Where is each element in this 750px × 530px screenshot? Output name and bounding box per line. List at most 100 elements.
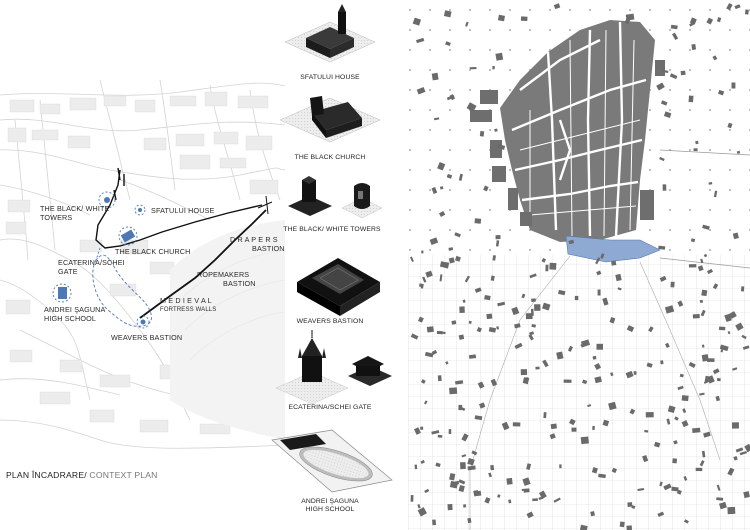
building-footprint	[719, 344, 729, 352]
building-footprint	[700, 258, 704, 264]
building-footprint	[526, 511, 534, 519]
building-footprint	[539, 490, 547, 499]
building-footprint	[474, 415, 483, 421]
building-footprint	[549, 262, 557, 270]
building-footprint	[416, 87, 426, 95]
building-footprint	[463, 504, 467, 508]
building-footprint	[688, 264, 697, 268]
building-footprint	[529, 273, 537, 279]
building-footprint	[727, 122, 733, 129]
building-footprint	[531, 324, 536, 328]
building-footprint	[439, 211, 446, 217]
building-footprint	[474, 218, 482, 224]
building-footprint	[437, 375, 442, 382]
building-footprint	[627, 502, 633, 507]
building-footprint	[437, 434, 443, 438]
building-footprint	[459, 462, 466, 470]
building-footprint	[733, 456, 738, 461]
building-footprint	[468, 320, 472, 324]
building-footprint	[506, 477, 513, 485]
building-footprint	[416, 37, 425, 44]
building-footprint	[549, 433, 556, 440]
building-footprint	[466, 102, 477, 112]
building-footprint	[716, 484, 721, 491]
building-footprint	[490, 378, 498, 387]
building-footprint	[574, 295, 579, 301]
building-footprint	[670, 281, 675, 288]
building-footprint	[664, 305, 675, 314]
building-footprint	[708, 181, 713, 185]
building-footprint	[467, 457, 475, 466]
building-footprint	[594, 363, 602, 370]
building-footprint	[459, 306, 465, 313]
building-footprint	[479, 131, 485, 137]
building-footprint	[469, 66, 477, 70]
building-footprint	[454, 232, 461, 238]
building-footprint	[534, 304, 541, 311]
building-footprint	[451, 320, 457, 325]
building-footprint	[699, 460, 705, 467]
building-footprint	[439, 274, 443, 282]
building-footprint	[501, 421, 510, 431]
building-footprint	[468, 354, 477, 359]
building-footprint	[508, 499, 512, 504]
building-footprint	[591, 467, 598, 474]
building-footprint	[663, 483, 672, 491]
building-footprint	[718, 326, 726, 331]
building-footprint	[673, 440, 678, 445]
building-footprint	[706, 17, 714, 25]
building-footprint	[741, 334, 747, 340]
building-footprint	[521, 488, 530, 491]
building-footprint	[718, 89, 725, 96]
building-footprint	[448, 247, 454, 251]
label-black-church: THE BLACK CHURCH	[115, 247, 191, 256]
building-footprint	[716, 378, 721, 382]
building-footprint	[446, 173, 453, 179]
building-footprint	[633, 371, 637, 375]
building-footprint	[431, 186, 438, 194]
building-footprint	[479, 402, 486, 409]
building-footprint	[436, 330, 443, 335]
building-footprint	[695, 140, 699, 145]
building-footprint	[659, 481, 663, 487]
building-footprint	[690, 238, 696, 243]
building-footprint	[692, 427, 701, 433]
building-footprint	[426, 326, 434, 333]
building-footprint	[417, 504, 421, 509]
building-footprint	[712, 368, 720, 375]
building-footprint	[553, 3, 561, 10]
building-footprint	[611, 260, 617, 266]
building-footprint	[496, 326, 500, 330]
building-footprint	[520, 369, 528, 376]
building-footprint	[521, 293, 526, 299]
building-footprint	[495, 240, 500, 247]
building-footprint	[550, 423, 557, 430]
building-footprint	[670, 24, 678, 30]
building-footprint	[683, 519, 689, 524]
building-footprint	[617, 287, 622, 291]
building-footprint	[445, 361, 449, 365]
building-footprint	[595, 257, 601, 265]
building-footprint	[666, 418, 671, 425]
building-footprint	[424, 488, 430, 494]
building-footprint	[429, 237, 439, 246]
building-footprint	[631, 505, 636, 509]
scattered-buildings	[410, 3, 750, 530]
building-footprint	[542, 302, 551, 311]
building-footprint	[592, 355, 597, 360]
building-footprint	[695, 467, 703, 472]
building-footprint	[445, 41, 451, 47]
building-footprint	[672, 32, 679, 41]
building-footprint	[659, 156, 665, 162]
highlight-strip	[565, 235, 661, 263]
building-footprint	[420, 459, 425, 465]
building-footprint	[492, 66, 495, 70]
building-footprint	[677, 300, 684, 307]
building-footprint	[571, 427, 577, 432]
building-footprint	[716, 17, 722, 23]
building-footprint	[689, 17, 697, 25]
